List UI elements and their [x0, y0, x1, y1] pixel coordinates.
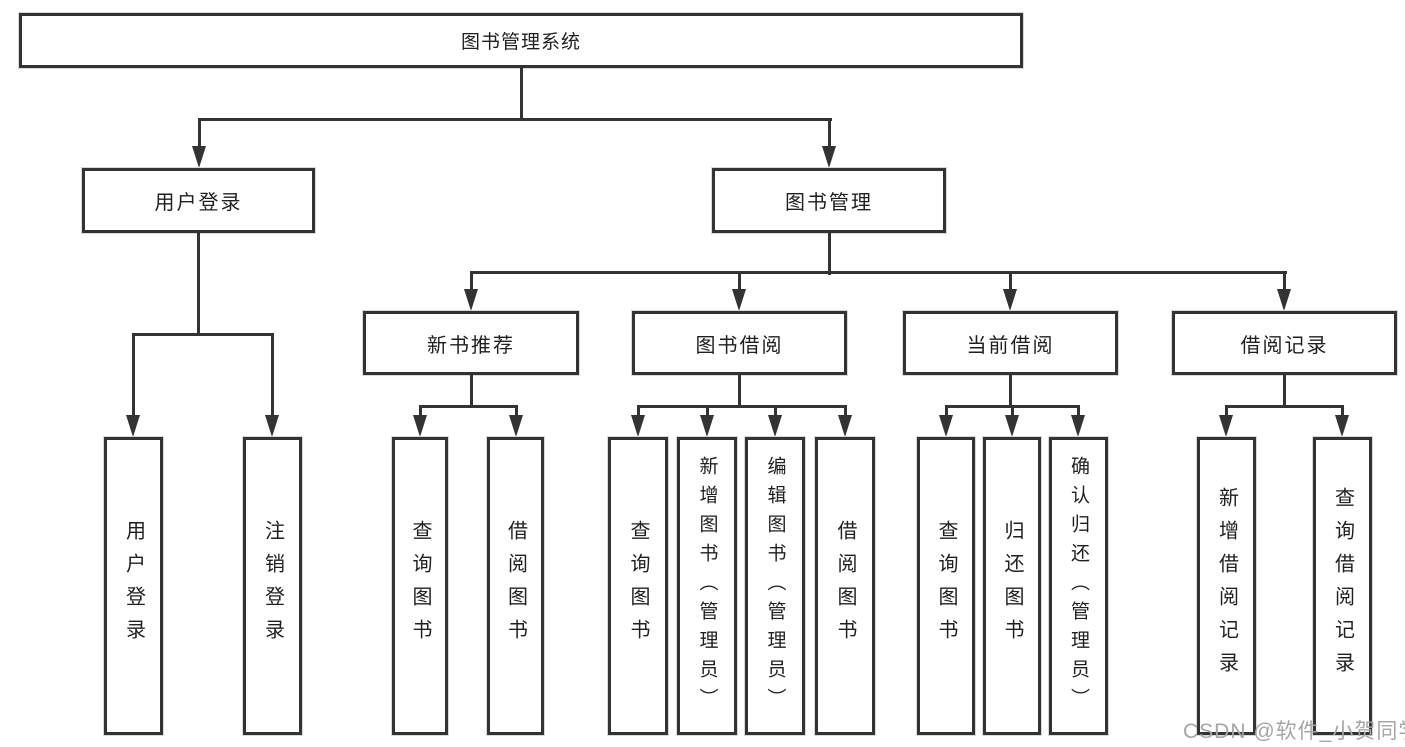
leaf-query-books: 查询图书: [917, 437, 975, 735]
connector-borrow-branch: [636, 405, 847, 408]
connector-current-stem: [1008, 375, 1012, 407]
connector-records-branch: [1224, 405, 1344, 408]
arrow-to-leaf: [509, 415, 523, 437]
leaf-borrow-books: 借阅图书: [487, 437, 544, 735]
leaf-query-borrow-record: 查询借阅记录: [1313, 437, 1372, 735]
leaf-edit-books-admin: 编辑图书（管理员）: [745, 437, 805, 735]
arrow-to-current-borrow: [1003, 289, 1017, 311]
node-label: 注销登录: [261, 520, 284, 652]
node-label: 确认归还（管理员）: [1068, 455, 1089, 717]
connector-to-book-management: [827, 120, 831, 148]
node-label: 查询图书: [627, 520, 649, 652]
node-book-management: 图书管理: [712, 168, 946, 233]
leaf-add-borrow-record: 新增借阅记录: [1197, 437, 1256, 735]
arrow-to-leaf: [1219, 415, 1233, 437]
node-label: 新书推荐: [427, 334, 515, 357]
connector-recommend-stem: [469, 375, 473, 407]
connector-root-branch: [197, 118, 832, 121]
node-label: 图书借阅: [695, 334, 784, 357]
connector-to-leaf: [944, 407, 948, 419]
arrow-to-new-books: [464, 289, 478, 311]
connector-to-borrow-records: [1282, 273, 1286, 291]
arrow-to-borrow-records: [1277, 289, 1291, 311]
node-label: 查询图书: [935, 520, 957, 652]
csdn-watermark: CSDN @软件_小贺同学: [1183, 720, 1405, 743]
connector-to-leaf: [514, 407, 518, 419]
connector-to-leaf: [418, 407, 422, 419]
leaf-confirm-return-admin: 确认归还（管理员）: [1049, 437, 1108, 735]
arrow-to-logout-leaf: [265, 415, 279, 437]
node-label: 新增借阅记录: [1215, 487, 1238, 685]
arrow-to-book-management: [822, 146, 836, 168]
arrow-to-leaf: [1005, 415, 1019, 437]
arrow-to-book-borrow: [732, 289, 746, 311]
node-label: 编辑图书（管理员）: [764, 455, 786, 717]
node-label: 用户登录: [122, 520, 145, 652]
node-label: 查询借阅记录: [1331, 487, 1354, 685]
arrow-to-leaf: [631, 415, 645, 437]
leaf-return-books: 归还图书: [983, 437, 1041, 735]
arrow-to-leaf: [838, 415, 852, 437]
node-library-management-system: 图书管理系统: [19, 13, 1023, 68]
connector-to-leaf: [1010, 407, 1014, 419]
leaf-query-books: 查询图书: [608, 437, 668, 735]
connector-management-stem: [827, 233, 831, 275]
connector-to-leaf: [1340, 407, 1344, 419]
arrow-to-leaf: [1071, 415, 1085, 437]
node-label: 查询图书: [409, 520, 431, 652]
connector-to-leaf: [1224, 407, 1228, 419]
leaf-query-books: 查询图书: [392, 437, 448, 735]
arrow-to-leaf: [768, 415, 782, 437]
connector-to-leaf: [773, 407, 777, 419]
leaf-user-login: 用户登录: [104, 437, 163, 735]
node-label: 借阅记录: [1240, 334, 1329, 357]
node-current-borrow: 当前借阅: [903, 311, 1118, 375]
connector-login-stem: [196, 233, 200, 335]
node-user-login: 用户登录: [82, 168, 315, 233]
connector-to-new-books: [469, 273, 473, 291]
leaf-logout: 注销登录: [243, 437, 302, 735]
arrow-to-leaf: [700, 415, 714, 437]
arrow-to-user-login: [192, 146, 206, 168]
connector-records-stem: [1282, 375, 1286, 407]
connector-root-stem: [519, 68, 523, 120]
leaf-add-books-admin: 新增图书（管理员）: [677, 437, 737, 735]
arrow-to-leaf: [413, 415, 427, 437]
node-label: 新增图书（管理员）: [696, 455, 718, 717]
connector-management-branch: [469, 271, 1287, 274]
connector-current-branch: [944, 405, 1080, 408]
connector-to-current-borrow: [1008, 273, 1012, 291]
connector-login-branch: [131, 333, 274, 336]
connector-to-leaf: [636, 407, 640, 419]
connector-to-logout-leaf: [270, 335, 274, 417]
connector-recommend-branch: [418, 405, 518, 408]
node-borrow-records: 借阅记录: [1172, 311, 1397, 375]
connector-to-leaf: [1076, 407, 1080, 419]
arrow-to-leaf: [939, 415, 953, 437]
connector-borrow-stem: [737, 375, 741, 407]
connector-to-book-borrow: [737, 273, 741, 291]
connector-to-user-login: [197, 120, 201, 148]
node-label: 图书管理系统: [460, 32, 581, 53]
node-book-borrow: 图书借阅: [632, 311, 847, 375]
node-label: 归还图书: [1001, 520, 1023, 652]
arrow-to-leaf: [1335, 415, 1349, 437]
node-label: 借阅图书: [834, 520, 856, 652]
arrow-to-login-leaf: [126, 415, 140, 437]
node-label: 当前借阅: [966, 334, 1055, 357]
connector-to-leaf: [843, 407, 847, 419]
node-new-book-recommend: 新书推荐: [363, 311, 579, 375]
node-label: 图书管理: [785, 192, 873, 214]
node-label: 借阅图书: [504, 520, 527, 652]
node-label: 用户登录: [154, 192, 243, 214]
leaf-borrow-books: 借阅图书: [815, 437, 875, 735]
connector-to-login-leaf: [131, 335, 135, 417]
connector-to-leaf: [705, 407, 709, 419]
